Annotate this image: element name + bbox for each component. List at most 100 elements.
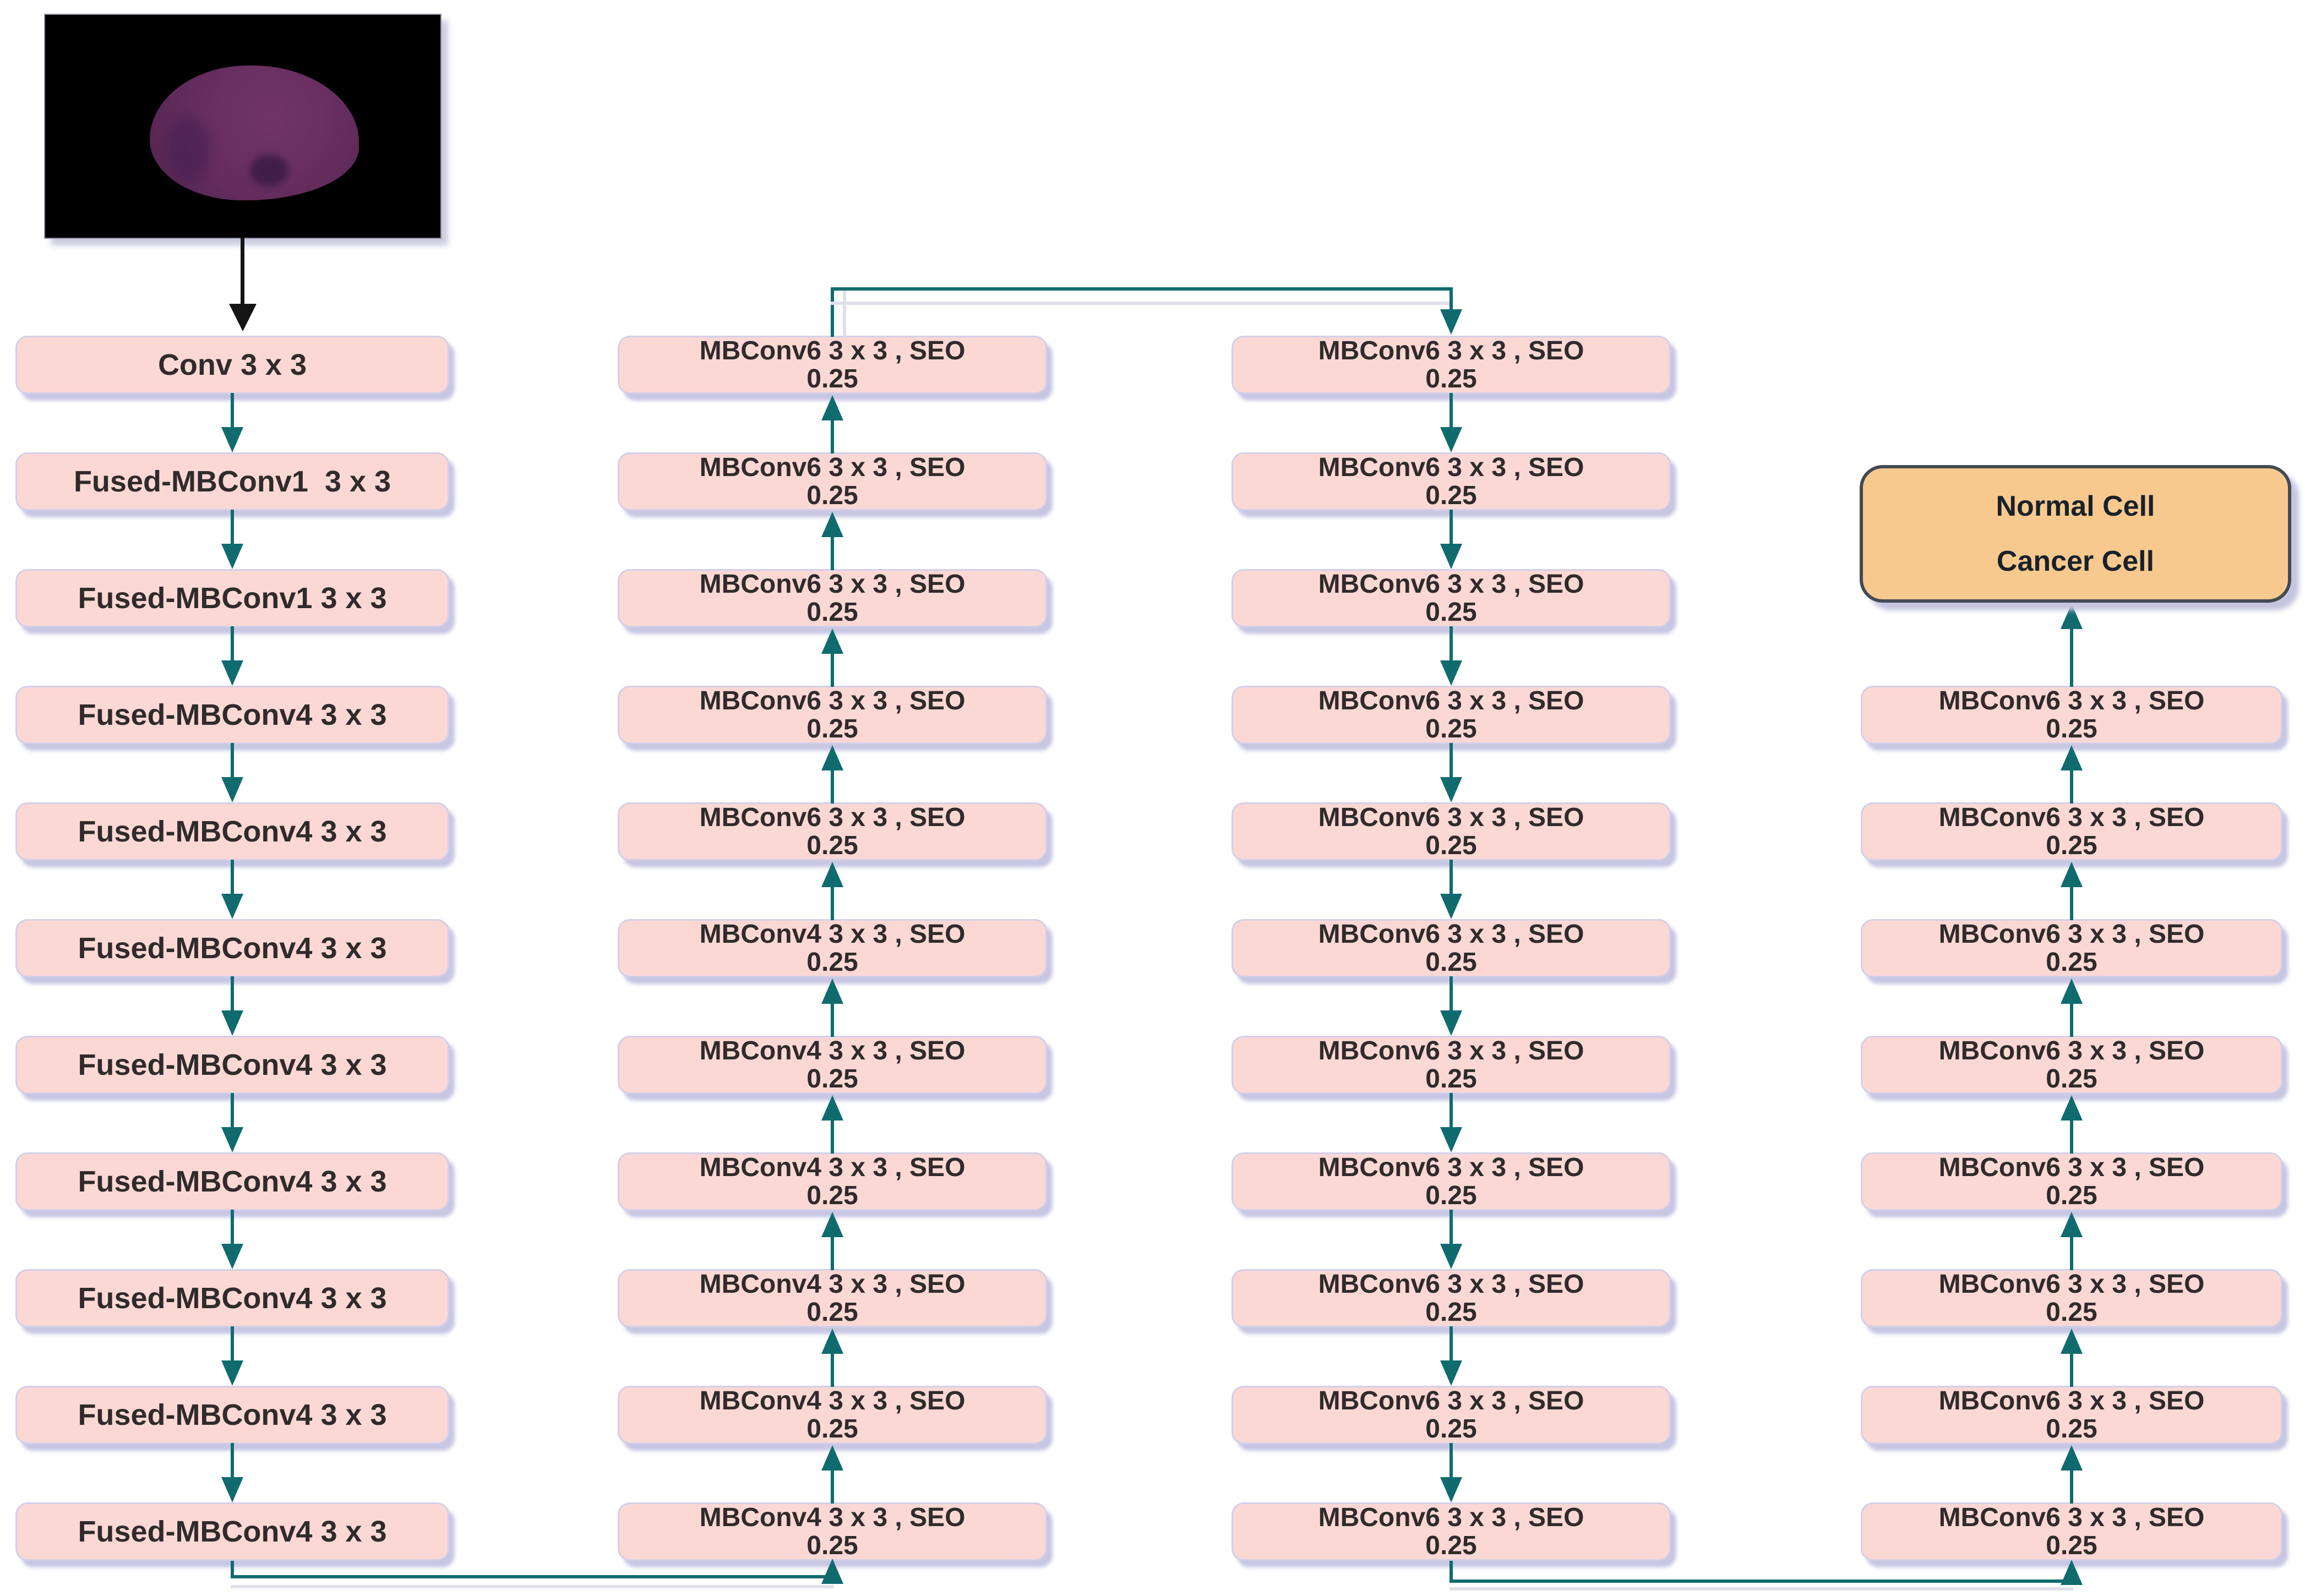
arrow-head-down-icon xyxy=(1440,1244,1462,1269)
arrow-head-down-icon xyxy=(1440,1477,1462,1502)
conv-block-label: 0.25 xyxy=(1425,1181,1477,1210)
flow-arrow-line xyxy=(2070,768,2073,804)
conv-block: Fused-MBConv4 3 x 3 xyxy=(15,919,449,977)
flow-arrow-line xyxy=(231,626,234,660)
connector-line xyxy=(1450,287,1453,313)
conv-block-label: MBConv6 3 x 3 , SEO xyxy=(1318,1386,1584,1415)
flow-arrow-line xyxy=(831,652,834,687)
conv-block: Fused-MBConv1 3 x 3 xyxy=(15,569,449,627)
connector-line xyxy=(2070,627,2073,687)
arrow-head-down-icon xyxy=(1440,894,1462,919)
arrow-head-down-icon xyxy=(1440,427,1462,452)
conv-block-label: MBConv6 3 x 3 , SEO xyxy=(699,453,966,482)
arrow-head-down-icon xyxy=(1440,1360,1462,1386)
arrow-head-up-icon xyxy=(821,512,843,537)
conv-block-label: 0.25 xyxy=(807,1298,858,1327)
conv-block-label: MBConv6 3 x 3 , SEO xyxy=(1938,686,2205,715)
flow-arrow-line xyxy=(1450,626,1453,660)
conv-block: Fused-MBConv4 3 x 3 xyxy=(15,1502,449,1561)
flow-arrow-line xyxy=(2070,885,2073,920)
input-arrow-line xyxy=(241,238,244,307)
conv-block-label: MBConv4 3 x 3 , SEO xyxy=(699,1503,966,1532)
conv-block-label: 0.25 xyxy=(2046,1181,2097,1210)
conv-block-label: 0.25 xyxy=(2046,1298,2097,1327)
arrow-head-down-icon xyxy=(1440,660,1462,686)
arrow-head-down-icon xyxy=(221,544,243,569)
conv-block-label: MBConv6 3 x 3 , SEO xyxy=(699,803,966,832)
stained-cell-blob xyxy=(150,65,359,200)
conv-block-label: 0.25 xyxy=(2046,1414,2097,1444)
cell-nucleolus-spot xyxy=(250,154,289,187)
arrow-head-up-icon xyxy=(2061,1212,2083,1237)
arrow-head-up-icon xyxy=(821,1095,843,1121)
conv-block-label: MBConv4 3 x 3 , SEO xyxy=(699,920,966,949)
flow-arrow-line xyxy=(831,1118,834,1154)
conv-block-label: 0.25 xyxy=(1425,598,1477,627)
conv-block-label: MBConv6 3 x 3 , SEO xyxy=(1318,686,1584,715)
conv-block-label: MBConv6 3 x 3 , SEO xyxy=(699,686,966,715)
conv-block-label: MBConv6 3 x 3 , SEO xyxy=(1318,1270,1584,1299)
conv-block: Conv 3 x 3 xyxy=(15,336,449,394)
conv-block-label: Fused-MBConv4 3 x 3 xyxy=(78,1165,387,1198)
conv-block-label: 0.25 xyxy=(807,1531,858,1560)
arrow-head-down-icon xyxy=(221,1244,243,1269)
arrow-head-down-icon xyxy=(221,1127,243,1152)
conv-block-label: 0.25 xyxy=(2046,714,2097,744)
conv-block-label: 0.25 xyxy=(807,948,858,977)
flow-arrow-line xyxy=(231,1210,234,1244)
conv-block-label: Conv 3 x 3 xyxy=(157,348,307,381)
flow-arrow-line xyxy=(2070,1118,2073,1154)
arrow-head-up-icon xyxy=(821,979,843,1004)
flow-arrow-line xyxy=(831,1002,834,1037)
connector-line xyxy=(1450,1561,1453,1583)
conv-block-label: 0.25 xyxy=(807,364,858,393)
flow-arrow-line xyxy=(831,535,834,570)
arrow-head-up-icon xyxy=(2061,1329,2083,1354)
conv-block-label: 0.25 xyxy=(1425,1414,1477,1444)
arrow-head-down-icon xyxy=(221,660,243,686)
conv-block-label: 0.25 xyxy=(807,481,858,510)
arrow-head-up-icon xyxy=(2061,979,2083,1004)
conv-block-label: Fused-MBConv4 3 x 3 xyxy=(78,1515,387,1548)
arrow-head-down-icon xyxy=(1440,1127,1462,1152)
conv-block-label: 0.25 xyxy=(1425,948,1477,977)
conv-block-label: 0.25 xyxy=(1425,831,1477,860)
flow-arrow-line xyxy=(231,393,234,427)
conv-block: Fused-MBConv4 3 x 3 xyxy=(15,1269,449,1327)
flow-arrow-line xyxy=(1450,510,1453,544)
arrow-head-down-icon xyxy=(221,1477,243,1502)
flow-arrow-line xyxy=(231,510,234,544)
conv-block-label: MBConv4 3 x 3 , SEO xyxy=(699,1036,966,1065)
conv-block-label: Fused-MBConv4 3 x 3 xyxy=(78,815,387,848)
conv-block-label: 0.25 xyxy=(1425,1064,1477,1094)
conv-block-label: MBConv6 3 x 3 , SEO xyxy=(1938,803,2205,832)
flow-arrow-line xyxy=(231,976,234,1010)
conv-block-label: MBConv6 3 x 3 , SEO xyxy=(1318,803,1584,832)
arrow-head-up-icon xyxy=(2061,1095,2083,1121)
flow-arrow-line xyxy=(831,1235,834,1270)
flow-arrow-line xyxy=(1450,1443,1453,1477)
arrow-head-down-icon xyxy=(1440,1010,1462,1036)
conv-block-label: MBConv6 3 x 3 , SEO xyxy=(1318,570,1584,599)
flow-arrow-line xyxy=(1450,976,1453,1010)
conv-block-label: MBConv6 3 x 3 , SEO xyxy=(1938,1270,2205,1299)
conv-block: Fused-MBConv4 3 x 3 xyxy=(15,1386,449,1444)
conv-block-label: MBConv6 3 x 3 , SEO xyxy=(1318,920,1584,949)
